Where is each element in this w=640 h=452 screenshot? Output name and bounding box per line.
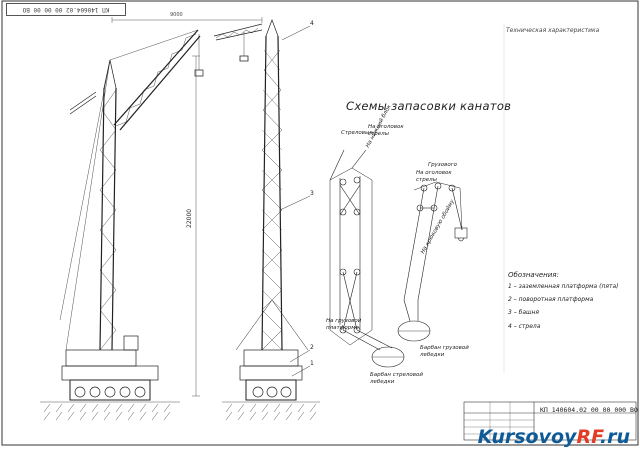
watermark-suffix: .ru [599,426,630,448]
watermark-main: Kursovoy [477,426,577,448]
crane-side-view [40,29,204,421]
legend-item-1: 1 – заземленная платформа (пята) [508,283,619,290]
dimension-height: 22000 [186,208,193,228]
crane-front-view [222,19,320,421]
label-to-cargo-platform: На грузовой платформе [326,318,362,331]
dimension-lines [111,17,263,397]
title-block-code: КП 140604.02 00 00 000 ВО [540,406,638,414]
label-to-boom-head: На оголовок стрелы [368,124,404,137]
callout-2: 2 [310,344,314,351]
label-boom-drum: Барбан стреловой лебедки [370,372,423,385]
callout-leaders [279,25,311,377]
watermark-accent: RF [576,426,600,448]
legend-item-4: 4 – стрела [508,323,541,330]
ground-hatch-2 [222,401,320,421]
legend-item-2: 2 – поворотная платформа [508,296,594,303]
callout-1: 1 [310,360,314,367]
legend-item-3: 3 – башня [508,309,540,316]
ground-hatch [40,401,180,421]
legend-heading: Обозначения: [508,271,559,279]
reeving-scheme [329,149,468,368]
top-boom [213,23,263,62]
stamp-top: КП 140604.02 00 00 00 ВО [6,3,126,16]
callout-4: 4 [310,20,314,27]
label-to-cargo-head: На оголовок стрелы [416,170,452,183]
site-watermark[interactable]: KursovoyRF.ru [478,426,630,448]
title-block [463,401,637,441]
label-cargo-drum: Барбан грузовой лебедки [420,345,469,358]
dimension-top: 9000 [170,12,183,18]
scheme-title: Схемы запасовки канатов [346,99,512,113]
label-boom-rope: Стреловых [341,130,373,136]
callout-3: 3 [310,190,314,197]
label-cargo-rope: Грузового [428,162,457,168]
spec-title: Техническая характеристика [506,27,600,34]
